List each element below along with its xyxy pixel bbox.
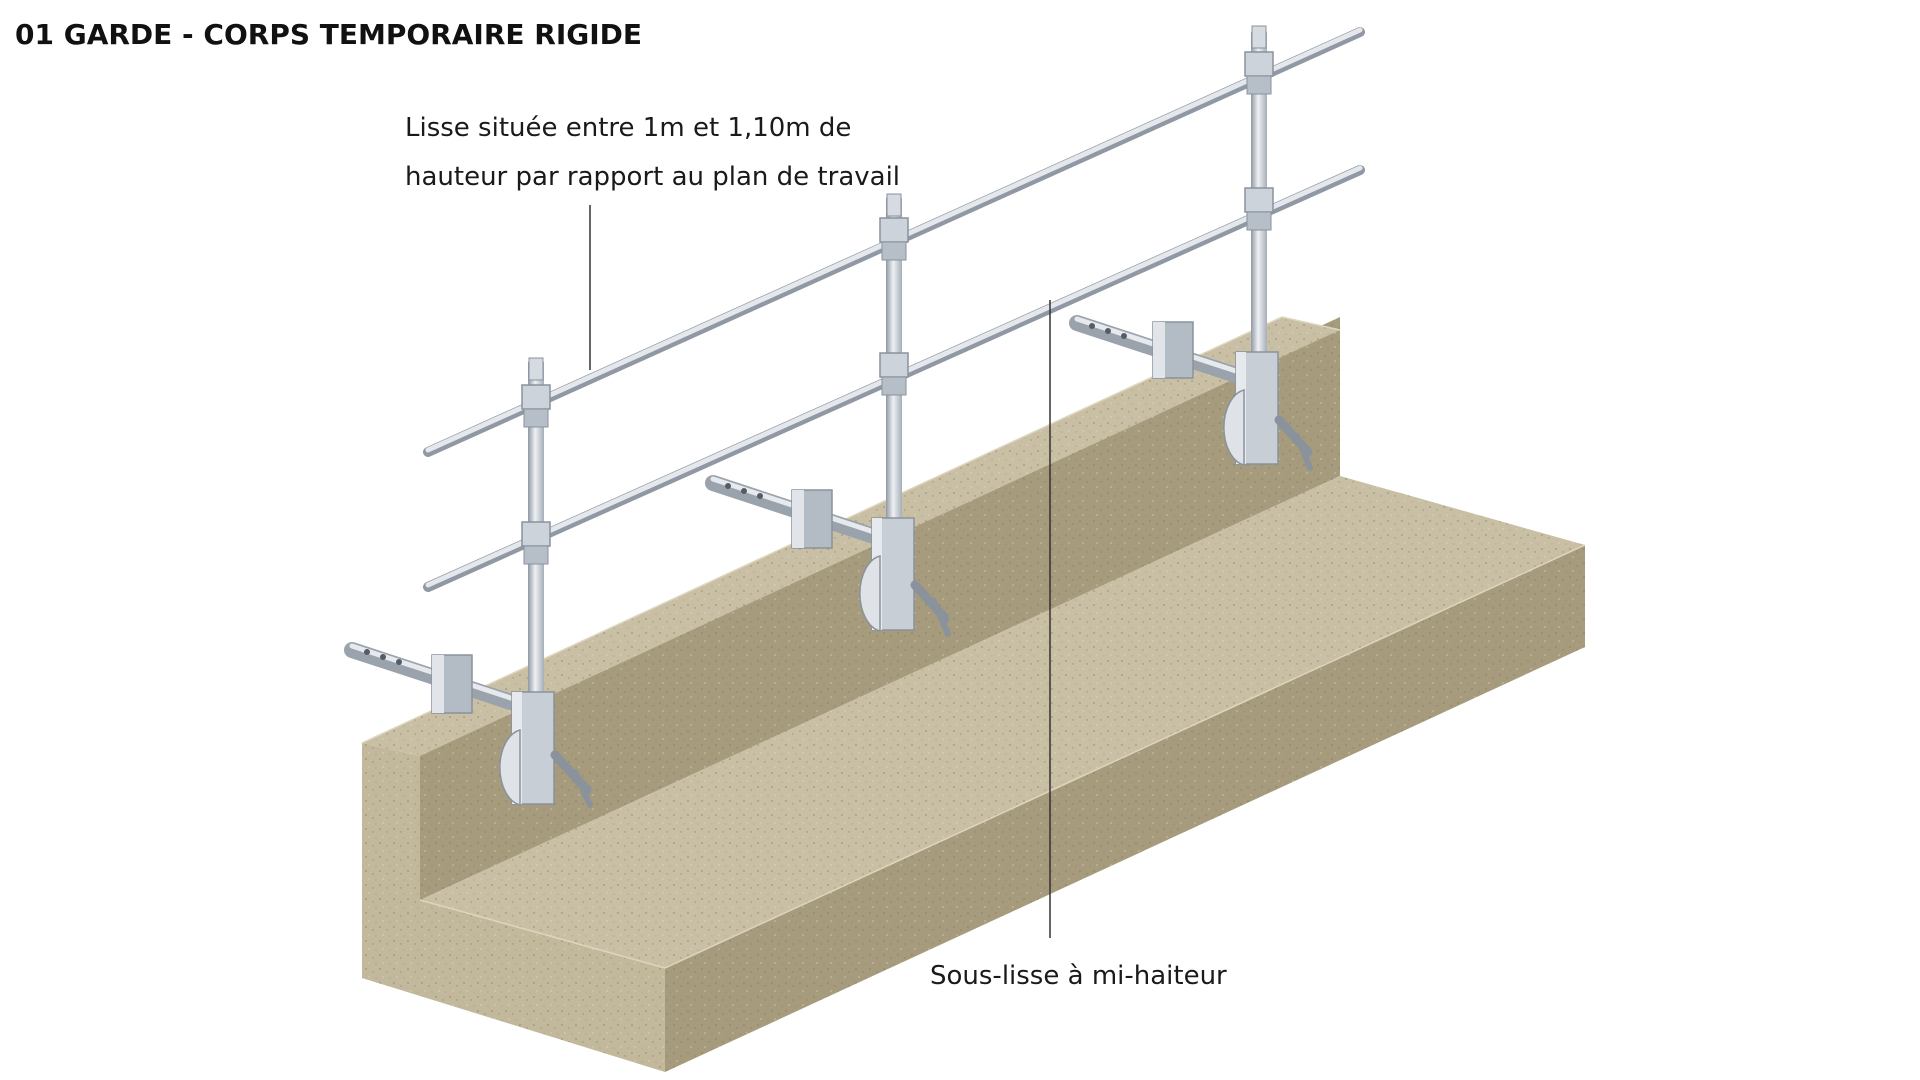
guardrail-post-3: [1069, 25, 1313, 471]
guardrail-post-2: [705, 193, 951, 637]
lisse-annotation: Lisse située entre 1m et 1,10m de hauteu…: [405, 104, 900, 202]
lisse-annotation-line-2: hauteur par rapport au plan de travail: [405, 162, 901, 192]
lisse-annotation-line-1: Lisse située entre 1m et 1,10m de: [405, 113, 852, 143]
sous-lisse-annotation: Sous-lisse à mi-haiteur: [930, 961, 1227, 991]
diagram-title: 01 GARDE - CORPS TEMPORAIRE RIGIDE: [15, 18, 643, 51]
guardrail-post-1: [344, 357, 593, 808]
